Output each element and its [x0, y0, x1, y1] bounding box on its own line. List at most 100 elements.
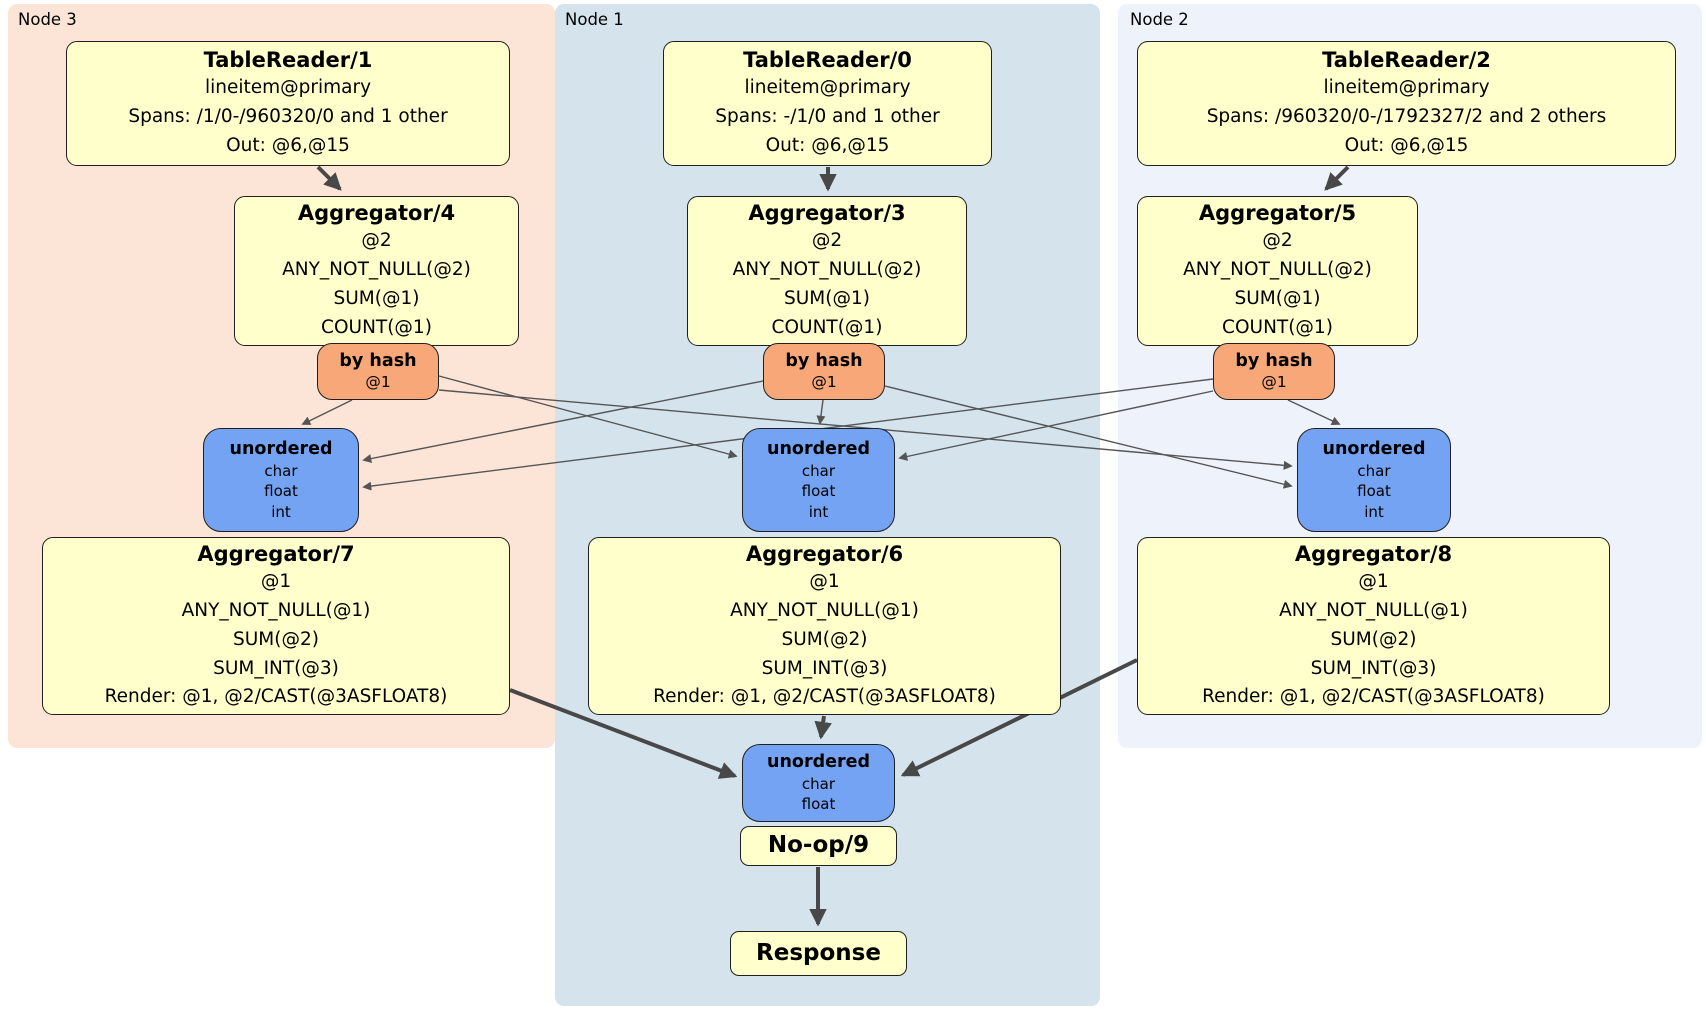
router-by-hash-node2: by hash @1 [1213, 343, 1335, 400]
processor-title: Aggregator/3 [748, 201, 906, 226]
box-line: lineitem@primary [744, 77, 911, 99]
router-by-hash-node3: by hash @1 [317, 343, 439, 400]
edge-tr1-agg4 [316, 165, 342, 191]
box-line: Render: @1, @2/CAST(@3ASFLOAT8) [653, 686, 996, 708]
box-line: lineitem@primary [1323, 77, 1490, 99]
edge-agg8-unofinal [900, 658, 1138, 777]
processor-title: No-op/9 [767, 832, 870, 859]
box-line: SUM(@2) [781, 628, 868, 650]
processor-title: Aggregator/6 [745, 541, 904, 566]
sync-title: unordered [767, 439, 870, 460]
box-line: Out: @6,@15 [1344, 135, 1469, 157]
box-line: Out: @6,@15 [226, 135, 350, 157]
router-title: by hash [785, 351, 863, 372]
box-line: @1 [1261, 373, 1287, 392]
router-title: by hash [1235, 351, 1313, 372]
box-line: Spans: /960320/0-/1792327/2 and 2 others [1206, 106, 1607, 128]
processor-title: Aggregator/4 [297, 201, 456, 226]
box-line: char [1357, 461, 1391, 480]
box-line: SUM_INT(@3) [213, 657, 339, 679]
sync-unordered-final: unordered char float [742, 744, 895, 822]
processor-title: TableReader/2 [1322, 48, 1491, 73]
edge-agg6-unofinal [814, 715, 832, 740]
box-line: @1 [809, 571, 840, 593]
box-line: int [808, 502, 829, 521]
box-line: @1 [811, 373, 837, 392]
edge-hash2-uno1 [898, 390, 1214, 461]
sync-title: unordered [229, 439, 333, 460]
box-line: @1 [260, 571, 292, 593]
box-line: float [264, 482, 298, 501]
box-line: int [1364, 502, 1384, 521]
edge-hash2-uno2 [1287, 399, 1341, 426]
box-line: int [271, 502, 291, 521]
processor-title: Aggregator/7 [197, 541, 355, 566]
sync-title: unordered [1322, 439, 1426, 460]
box-line: float [1357, 482, 1391, 501]
box-line: ANY_NOT_NULL(@1) [181, 599, 371, 621]
box-line: ANY_NOT_NULL(@2) [732, 259, 922, 281]
box-line: Spans: -/1/0 and 1 other [715, 106, 940, 128]
box-line: ANY_NOT_NULL(@1) [1279, 599, 1468, 621]
box-line: char [801, 774, 836, 793]
box-line: char [264, 461, 298, 480]
router-body: @1 [1261, 373, 1286, 392]
box-line: ANY_NOT_NULL(@2) [1183, 259, 1372, 281]
sync-title: unordered [767, 752, 870, 773]
processor-response: Response [730, 931, 907, 976]
box-line: ANY_NOT_NULL(@1) [730, 599, 919, 621]
box-line: SUM(@1) [1234, 288, 1321, 310]
edge-hash1-uno2 [884, 385, 1293, 489]
node2-label: Node 2 [1130, 10, 1189, 29]
edge-tr2-agg5 [1324, 165, 1350, 191]
router-body: @1 [365, 373, 390, 392]
edge-hash1-uno1 [816, 399, 826, 425]
box-line: @2 [1262, 230, 1293, 252]
box-line: SUM(@2) [233, 628, 319, 650]
processor-title: Response [756, 939, 881, 966]
router-body: @1 [811, 373, 836, 392]
box-line: COUNT(@1) [1222, 317, 1333, 339]
router-title: by hash [339, 351, 417, 372]
processor-noop-9: No-op/9 [740, 826, 897, 866]
box-line: float [801, 795, 836, 814]
box-line: @1 [365, 373, 391, 392]
processor-title: TableReader/0 [743, 48, 912, 73]
box-line: ANY_NOT_NULL(@2) [282, 259, 471, 281]
box-line: @2 [361, 230, 392, 252]
box-line: char [801, 461, 836, 480]
box-line: SUM_INT(@3) [1310, 657, 1437, 679]
sync-body: char float [802, 774, 836, 815]
edge-hash1-uno3 [362, 380, 764, 464]
box-line: @2 [811, 230, 843, 252]
box-line: SUM(@1) [784, 288, 870, 310]
node3-label: Node 3 [18, 10, 77, 29]
box-line: Out: @6,@15 [765, 135, 890, 157]
router-by-hash-node1: by hash @1 [763, 343, 885, 400]
processor-title: TableReader/1 [203, 48, 373, 73]
processor-title: Aggregator/8 [1294, 541, 1453, 566]
node1-label: Node 1 [565, 10, 624, 29]
edge-hash3-uno3 [301, 399, 353, 425]
